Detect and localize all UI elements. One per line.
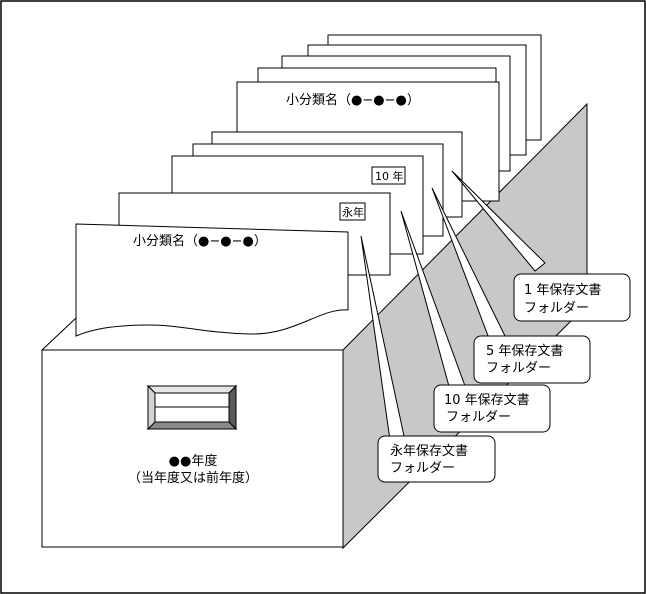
tab-10year [371,166,406,185]
callout-10year-line2: フォルダー [446,410,511,425]
tab-permanent [339,202,366,221]
callout-1year: 1 年保存文書 フォルダー [513,273,631,322]
callout-5year: 5 年保存文書 フォルダー [473,335,591,384]
back-subcategory-label: 小分類名（●−●−●） [286,92,420,108]
folder-group-front: 10 年 永年 小分類名（●−●−●） [75,131,463,337]
tab-permanent-label: 永年 [342,205,364,219]
callout-permanent-line2: フォルダー [390,461,455,476]
box-year-note: （当年度又は前年度） [128,470,258,486]
callout-permanent-line1: 永年保存文書 [390,444,468,459]
callout-5year-line2: フォルダー [486,361,551,376]
label-holder [146,384,238,431]
callout-10year-line1: 10 年保存文書 [444,393,530,408]
callout-permanent: 永年保存文書 フォルダー [377,435,496,483]
box-front-panel [41,349,344,548]
callout-1year-line1: 1 年保存文書 [524,283,601,298]
box-year-label: ●●年度 [169,453,218,469]
front-subcategory-label: 小分類名（●−●−●） [133,233,267,249]
folder-sheet-front [75,223,349,337]
tab-10year-label: 10 年 [375,169,404,183]
callout-pointer-1year [451,170,546,272]
callout-1year-line2: フォルダー [524,301,589,316]
callout-5year-line1: 5 年保存文書 [486,344,563,359]
callout-10year: 10 年保存文書 フォルダー [433,384,551,433]
box-top-edge [41,317,77,351]
